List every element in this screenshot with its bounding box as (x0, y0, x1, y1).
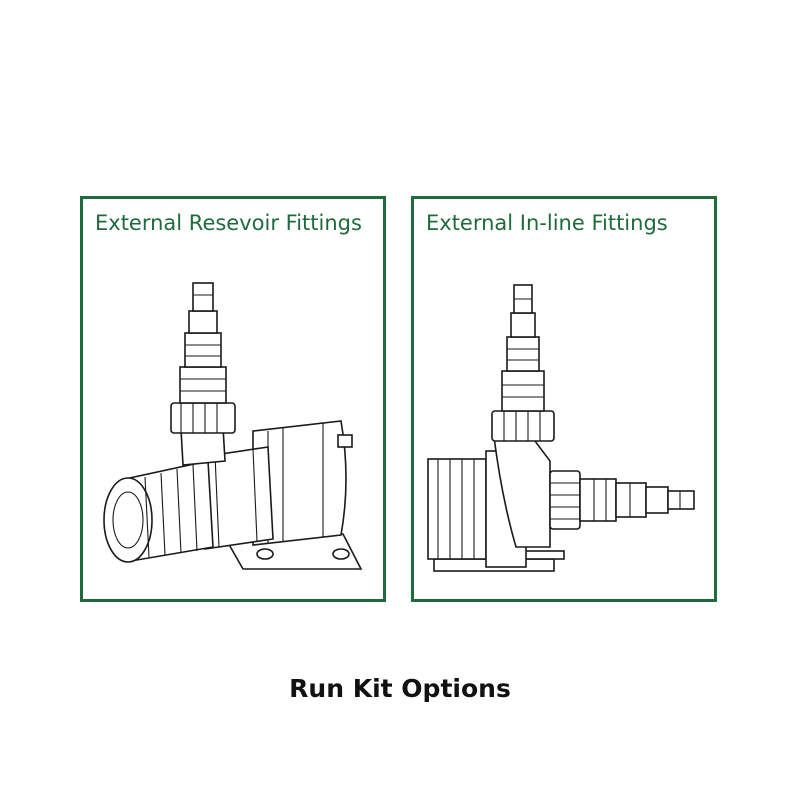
caption-title: Run Kit Options (289, 674, 511, 703)
pump-reservoir-illustration (103, 282, 363, 570)
panel-external-reservoir: External Resevoir Fittings (80, 196, 386, 602)
panel-external-inline: External In-line Fittings (411, 196, 717, 602)
panel-title: External In-line Fittings (426, 211, 668, 235)
pump-inline-illustration (427, 284, 695, 572)
panel-title: External Resevoir Fittings (95, 211, 362, 235)
